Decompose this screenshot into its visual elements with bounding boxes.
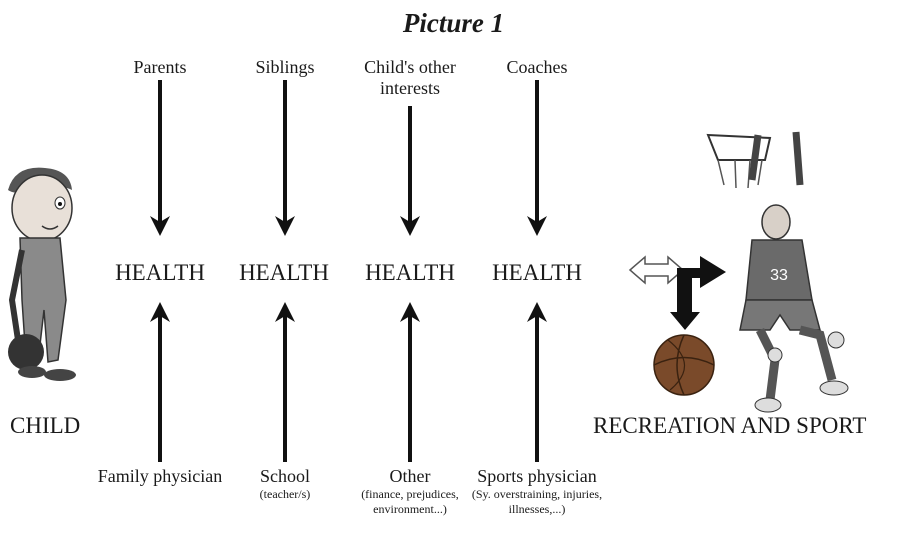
health-label-2: HEALTH	[239, 260, 329, 285]
bent-arrow-icon	[670, 256, 726, 330]
double-arrow-icon	[628, 255, 685, 285]
health-label-3: HEALTH	[365, 260, 455, 285]
label-family-physician-text: Family physician	[97, 466, 223, 486]
label-sports-physician-text: Sports physician	[477, 466, 597, 486]
label-siblings: Siblings	[255, 57, 315, 77]
label-other: Other (finance, prejudices, environment.…	[330, 466, 490, 517]
basketball-icon	[653, 334, 715, 396]
label-parents: Parents	[133, 57, 187, 77]
label-other-interests: Child's other interests	[364, 57, 456, 98]
child-label: CHILD	[10, 413, 81, 438]
diagram-title: Picture 1	[402, 8, 505, 38]
label-other-text: Other	[389, 466, 431, 486]
health-label-1: HEALTH	[115, 260, 205, 285]
recreation-sport-label: RECREATION AND SPORT	[593, 413, 867, 438]
label-sports-physician: Sports physician (Sy. overstraining, inj…	[457, 466, 617, 517]
label-school: School (teacher/s)	[205, 466, 365, 502]
label-school-text: School	[259, 466, 310, 486]
label-family-physician: Family physician	[80, 466, 240, 487]
health-label-4: HEALTH	[492, 260, 582, 285]
label-coaches: Coaches	[506, 57, 568, 77]
label-school-note: (teacher/s)	[259, 487, 311, 501]
label-other-note: (finance, prejudices, environment...)	[361, 487, 459, 516]
label-sports-physician-note: (Sy. overstraining, injuries, illnesses,…	[471, 487, 603, 516]
